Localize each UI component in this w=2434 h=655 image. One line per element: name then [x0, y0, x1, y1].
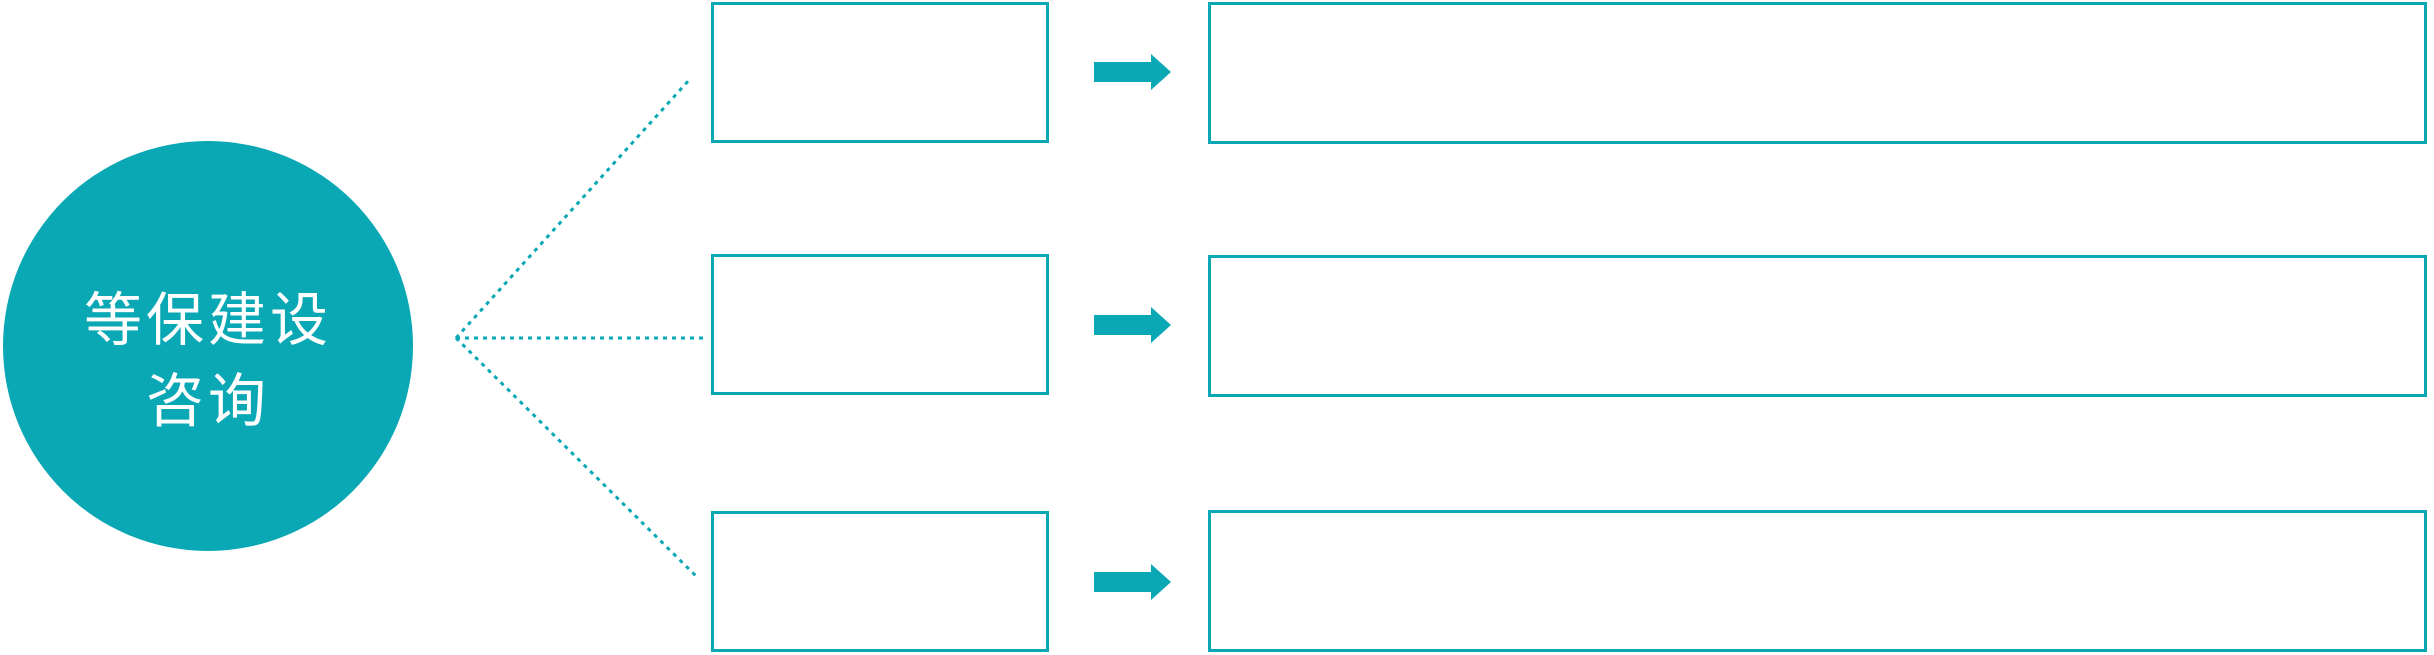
arrow-right-icon-1	[1094, 54, 1171, 90]
step-box-1	[711, 2, 1049, 143]
connector-dotted-line-bottom	[454, 336, 700, 580]
topic-circle-label-line1: 等保建设	[83, 288, 332, 353]
detail-box-2	[1208, 255, 2427, 397]
topic-circle-label-line2: 咨询	[145, 369, 270, 434]
topic-circle: 等保建设 咨询	[3, 141, 413, 551]
arrow-right-icon-2	[1094, 307, 1171, 343]
detail-box-1	[1208, 2, 2427, 144]
detail-box-3	[1208, 510, 2427, 652]
arrow-right-icon-3	[1094, 564, 1171, 600]
connector-dotted-line-top	[454, 77, 692, 340]
step-box-3	[711, 511, 1049, 652]
topic-circle-label: 等保建设 咨询	[84, 250, 332, 442]
step-box-2	[711, 254, 1049, 395]
